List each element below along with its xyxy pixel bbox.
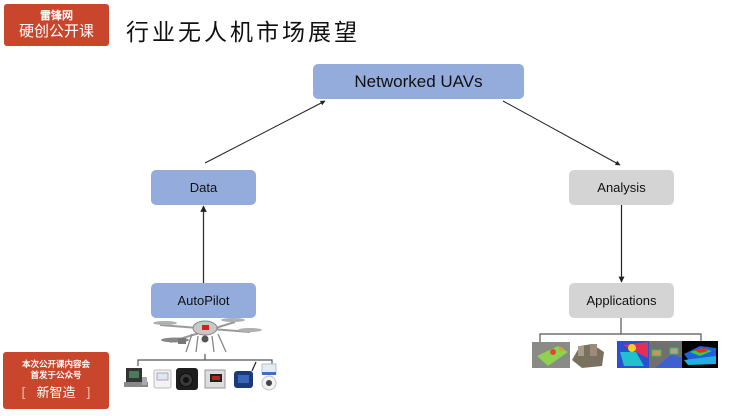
- leiphone-course-logo: 雷锋网 硬创公开课: [4, 4, 109, 46]
- slide-title: 行业无人机市场展望: [126, 20, 360, 46]
- logo-site-name: 雷锋网: [40, 9, 73, 22]
- node-autopilot: AutoPilot: [151, 283, 256, 318]
- node-analysis-label: Analysis: [597, 180, 646, 195]
- logo-course-name: 硬创公开课: [18, 22, 94, 40]
- wireless-sensor-image: [234, 361, 257, 388]
- logo-notice-line2: 首发于公众号: [30, 371, 82, 381]
- applications-bracket: [539, 318, 702, 343]
- node-applications: Applications: [569, 283, 674, 318]
- node-analysis: Analysis: [569, 170, 674, 205]
- node-networked-uavs: Networked UAVs: [313, 64, 524, 99]
- 3d-building-model-image: [572, 344, 604, 368]
- node-applications-label: Applications: [586, 293, 657, 308]
- ndvi-crop-map-image: [532, 342, 570, 368]
- logo-brand-name: 新智造: [36, 386, 76, 401]
- dome-camera-image: [261, 363, 277, 391]
- quadcopter-drone-image: [153, 318, 262, 353]
- node-autopilot-label: AutoPilot: [177, 293, 230, 308]
- thermal-camera-image: [176, 368, 198, 390]
- arrow-data-to-uavs: [204, 100, 326, 164]
- bracket-left: [: [21, 386, 27, 401]
- node-data-label: Data: [189, 180, 218, 195]
- lidar-point-cloud-image: [682, 341, 718, 368]
- node-networked-uavs-label: Networked UAVs: [354, 71, 483, 91]
- arrow-uavs-to-analysis: [502, 100, 621, 166]
- sensors-bracket: [137, 354, 273, 366]
- thermal-heatmap-image: [617, 341, 649, 368]
- traffic-detection-image: [649, 341, 682, 368]
- bracket-right: ]: [85, 386, 91, 401]
- thermometer-device-image: [153, 369, 172, 389]
- xinzhizao-wechat-logo: 本次公开课内容会 首发于公众号 [ 新智造 ]: [3, 352, 109, 409]
- logo-notice-line1: 本次公开课内容会: [21, 360, 90, 370]
- sensor-module-image: [124, 368, 148, 387]
- node-data: Data: [151, 170, 256, 205]
- digital-meter-image: [204, 369, 226, 389]
